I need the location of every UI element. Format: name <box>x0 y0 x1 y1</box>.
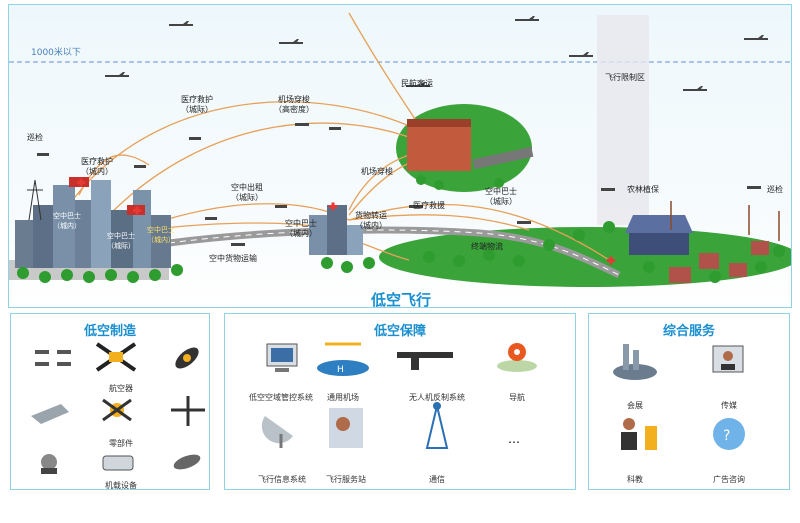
scene-title: 低空飞行 <box>370 291 431 308</box>
label-medical-city: 医疗救护 （城内） <box>81 157 113 176</box>
label-bus-intercity-b: 空中巴士 （城际） <box>485 187 517 206</box>
svg-text:?: ? <box>723 428 730 444</box>
flight-service-station-icon <box>329 408 363 448</box>
label-inspection-left: 巡检 <box>27 133 43 142</box>
label-air-cargo: 空中货物运输 <box>209 254 257 263</box>
city-buildings-left <box>15 177 363 268</box>
label-bus-city-b: 空中巴士 （城内） <box>147 226 175 244</box>
item-more: … <box>508 432 520 446</box>
propeller-part-icon <box>102 398 132 422</box>
altitude-limit-label: 1000米以下 <box>31 48 81 58</box>
item-aircraft: 航空器 <box>109 384 133 393</box>
power-tower-left <box>27 179 43 221</box>
communication-tower-icon <box>425 402 449 449</box>
label-inspection-right: 巡检 <box>767 185 783 194</box>
panel-services: 综合服务 ? 会展 传媒 科教 广告咨询 <box>588 313 790 490</box>
airport-helipad-icon: H <box>317 342 369 376</box>
item-science-education: 科教 <box>627 475 643 484</box>
label-agri-protect: 农林植保 <box>627 185 659 194</box>
quadcopter-icon <box>95 342 137 372</box>
navigation-pin-icon <box>497 343 537 372</box>
science-education-icon <box>621 418 657 450</box>
item-exhibition: 会展 <box>627 401 643 410</box>
panel-title: 低空制造 <box>83 324 136 339</box>
item-airborne-equipment: 机载设备 <box>105 481 137 490</box>
drone-small-icons <box>35 350 71 366</box>
label-civil-passenger: 民航客运 <box>401 79 433 88</box>
airport-building <box>407 125 471 171</box>
label-cargo-transfer: 货物转运 （城内） <box>355 211 387 230</box>
item-flight-info: 飞行信息系统 <box>258 475 306 484</box>
trees <box>17 175 785 283</box>
camera-pod-icon <box>173 454 201 470</box>
item-navigation: 导航 <box>509 393 525 402</box>
panel-manufacturing: 低空制造 航空器 零部件 机载设备 <box>10 313 210 490</box>
panel-support: 低空保障 H 低空空域管控系统 通用机场 无人机反制系统 导航 飞行信息系统 飞… <box>224 313 576 490</box>
label-bus-city-a: 空中巴士 （城内） <box>53 212 81 230</box>
item-anti-drone: 无人机反制系统 <box>409 393 465 402</box>
houses-right <box>625 215 769 283</box>
panel-title: 低空保障 <box>373 324 426 339</box>
label-no-fly-zone: 飞行限制区 <box>605 73 645 82</box>
media-icon <box>712 345 744 373</box>
item-advertising-consulting: 广告咨询 <box>713 475 745 484</box>
medical-crosses <box>77 178 615 265</box>
label-medical-intercity-top: 医疗救护 （城际） <box>181 95 213 114</box>
label-medical-rescue: 医疗救援 <box>413 201 445 210</box>
tiltrotor-icon <box>175 347 199 369</box>
item-parts: 零部件 <box>109 439 133 448</box>
item-general-airport: 通用机场 <box>327 393 359 402</box>
item-communication: 通信 <box>429 475 445 484</box>
support-icons: H <box>261 342 537 449</box>
label-bus-city-c: 空中巴士 （城内） <box>285 219 317 238</box>
advertising-consult-icon: ? <box>713 418 745 450</box>
item-airspace-control: 低空空域管控系统 <box>249 393 313 402</box>
item-media: 传媒 <box>721 401 737 410</box>
label-airport-shuttle-mid: 机场穿梭 <box>361 167 393 176</box>
panel-title: 综合服务 <box>662 324 715 339</box>
wing-part-icon <box>31 404 69 424</box>
exhibition-icon <box>613 344 657 380</box>
anti-drone-gun-icon <box>397 352 453 370</box>
rotor-part-icon <box>171 396 205 426</box>
manufacturing-icons <box>31 342 205 474</box>
label-bus-intercity-a: 空中巴士 （城际） <box>107 232 135 250</box>
label-end-logistics: 终端物流 <box>471 242 503 251</box>
aircraft <box>37 16 768 246</box>
power-poles-right <box>670 201 780 241</box>
airspace-control-icon <box>266 343 298 372</box>
label-airport-shuttle-top: 机场穿梭 （高密度） <box>274 95 314 114</box>
svg-text:H: H <box>337 365 344 375</box>
radar-dish-icon <box>261 416 293 448</box>
label-taxi-intercity: 空中出租 （城际） <box>231 183 263 202</box>
airborne-device-icon <box>102 455 134 471</box>
services-icons: ? <box>613 344 745 450</box>
scene-illustration <box>9 12 791 287</box>
item-flight-service-station: 飞行服务站 <box>326 475 366 484</box>
airborne-gimbal-icon <box>41 454 57 474</box>
low-altitude-flight-scene: 1000米以下 巡检 医疗救护 （城际） 机场穿梭 （高密度） 民航客运 飞行限… <box>8 4 792 308</box>
